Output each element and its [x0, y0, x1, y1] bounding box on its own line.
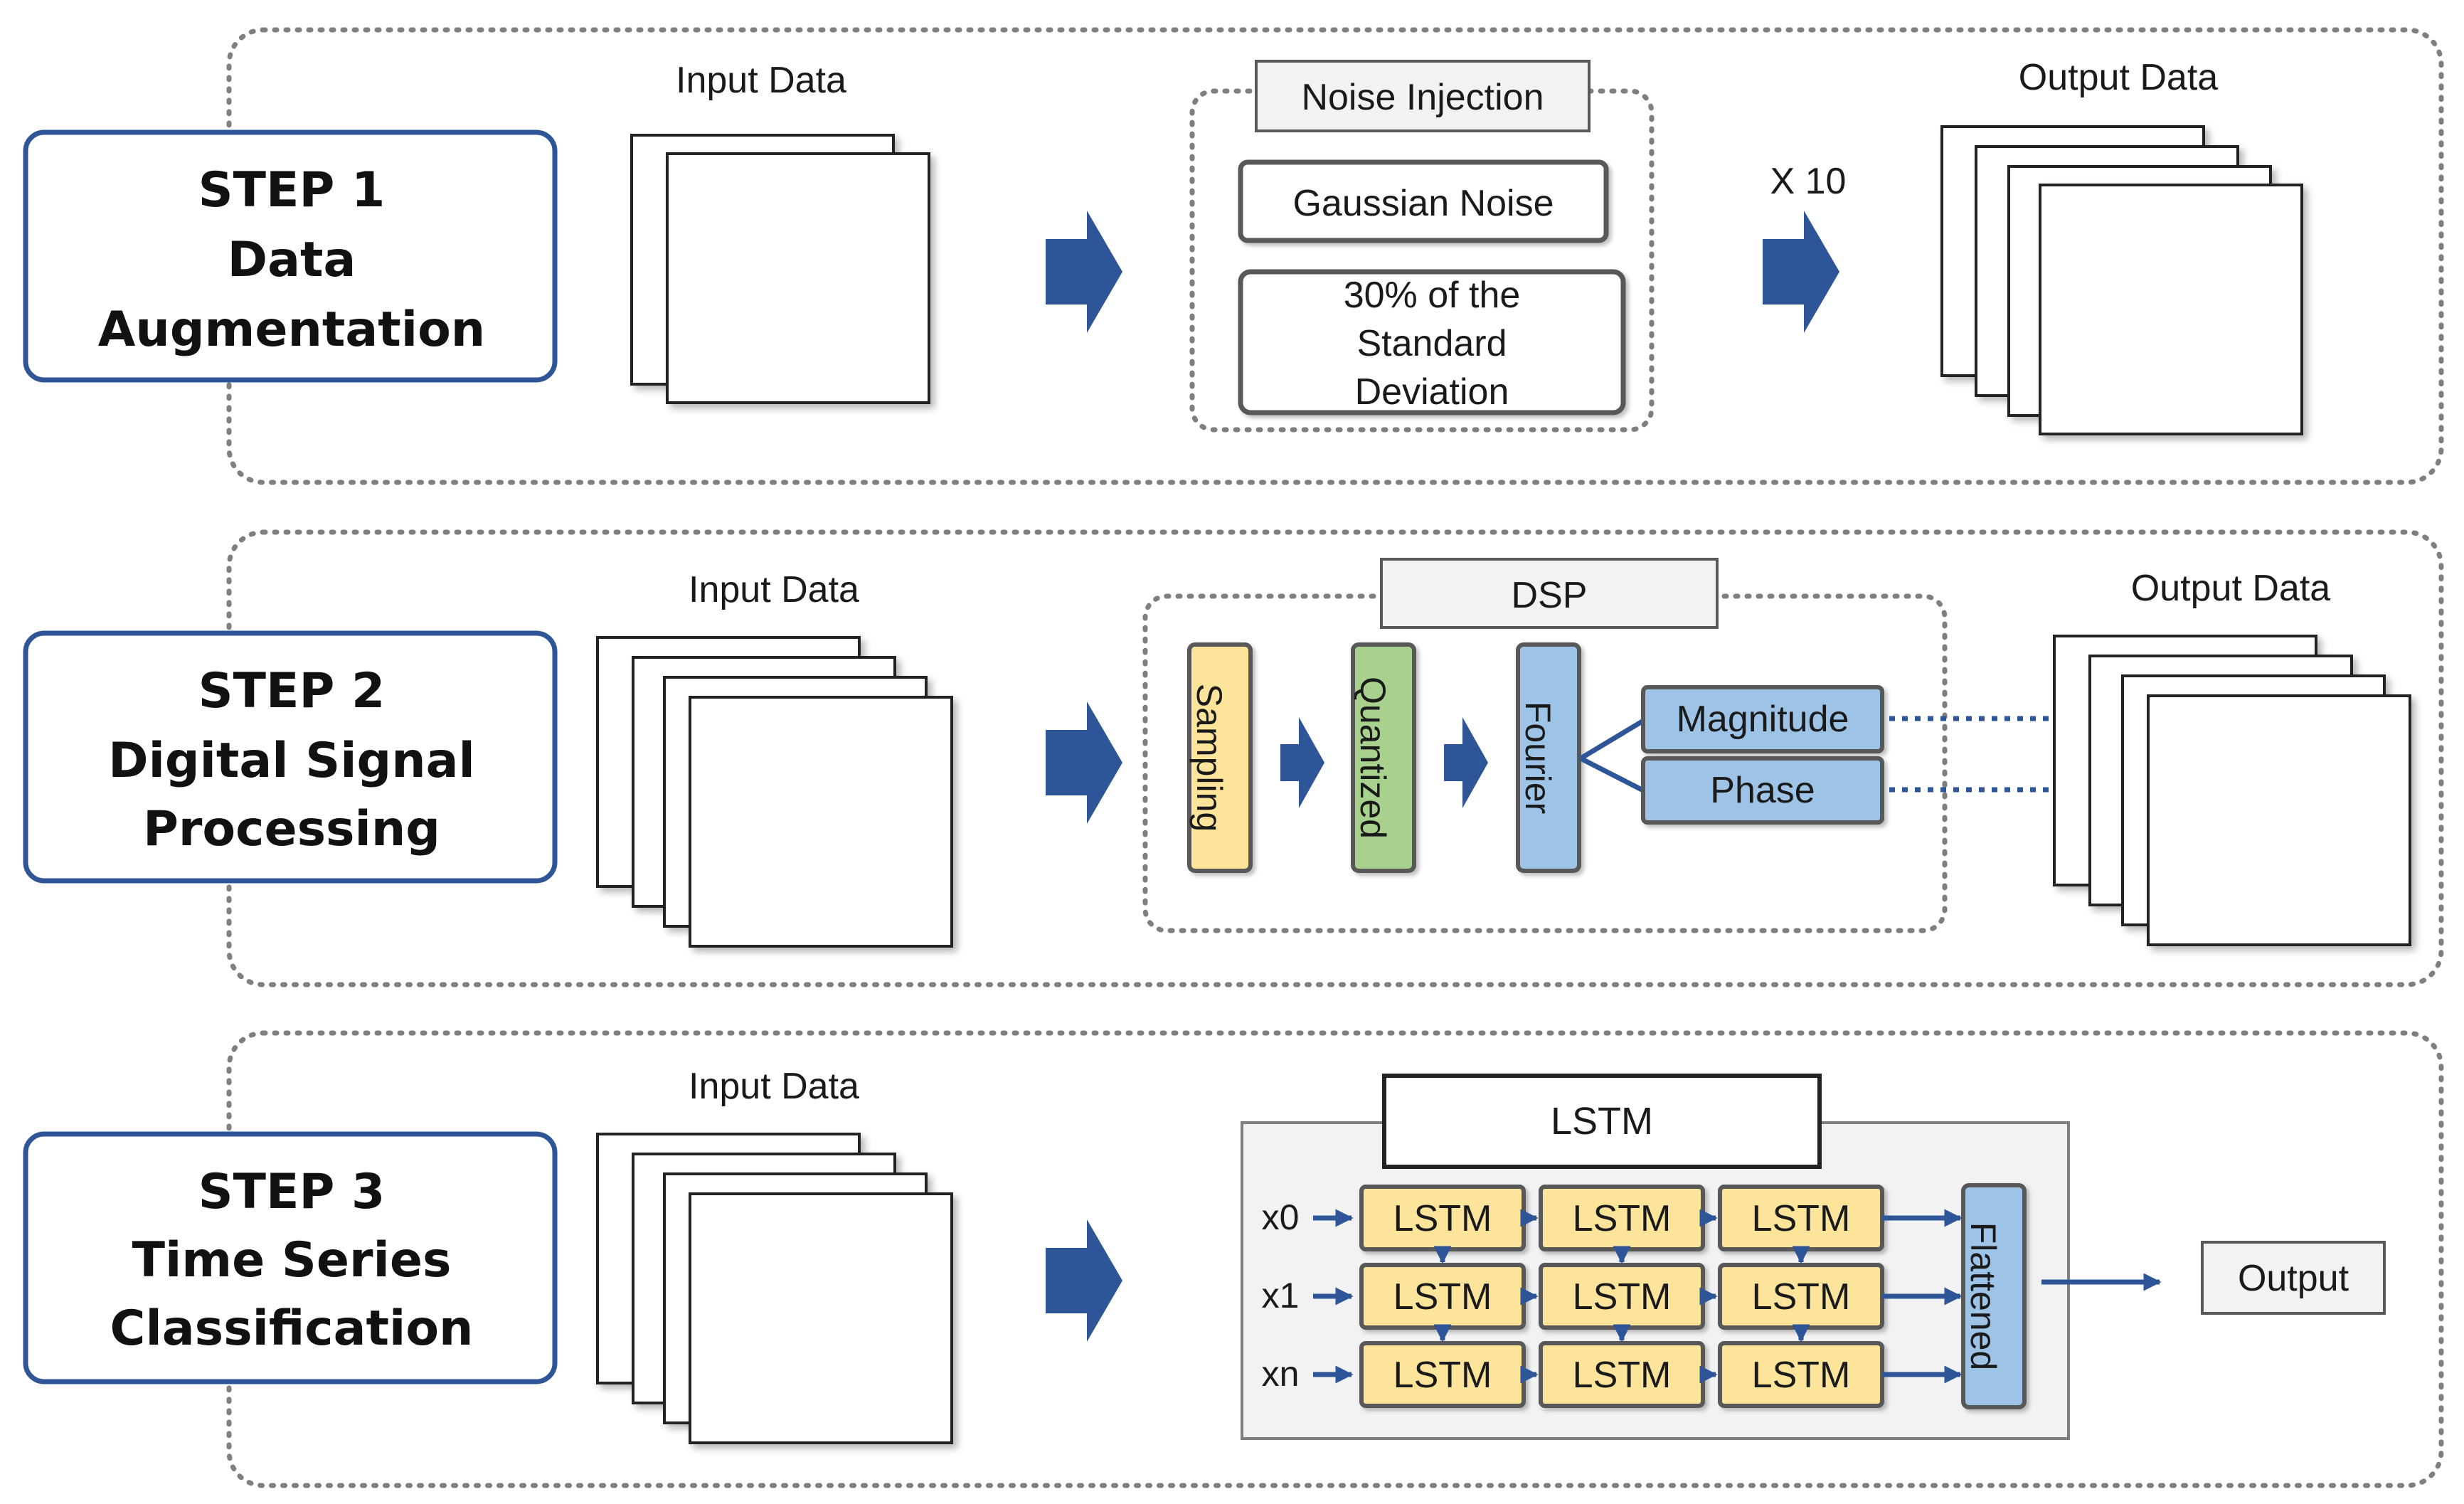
- gaussian-noise-box: [1238, 159, 1609, 243]
- dsp-title: DSP: [1512, 575, 1588, 616]
- quantized-stage: [1351, 642, 1416, 873]
- noise-amount-box: [1238, 269, 1626, 415]
- lstm-block: LSTM x0 x1 xn LSTM LSTM LSTM LSTM LSTM L…: [1241, 1074, 2070, 1440]
- step2-title-line2: Processing: [143, 801, 440, 857]
- step1-input-stack: [630, 134, 930, 404]
- lstm-to-flatten-connectors: [1882, 1209, 1963, 1384]
- gaussian-noise-label: Gaussian Noise: [1292, 183, 1554, 224]
- input-xn-label: xn: [1262, 1354, 1300, 1394]
- arrow-right-icon: [1046, 701, 1122, 824]
- step3-label-box: STEP 3 Time Series Classification: [23, 1131, 558, 1384]
- flattened-label: Flattened: [1963, 1222, 2003, 1370]
- step3-panel: [226, 1030, 2444, 1488]
- step2-input-label: Input Data: [689, 569, 859, 610]
- noise-injection-block: Noise Injection Gaussian Noise 30% of th…: [1189, 60, 1655, 433]
- lstm-horizontal-connectors: [1520, 1209, 1718, 1384]
- lstm-cell-label: LSTM: [1573, 1355, 1672, 1396]
- output-box: [2201, 1241, 2386, 1315]
- noise-injection-title-box: [1255, 60, 1591, 132]
- fourier-split-connector: [1579, 717, 1646, 794]
- input-x1-label: x1: [1262, 1276, 1300, 1315]
- step3-title-line2: Classification: [110, 1301, 474, 1357]
- dsp-block: DSP Sampling Quantized Fourier Magnitude…: [1142, 558, 1948, 933]
- lstm-cell-label: LSTM: [1393, 1355, 1492, 1396]
- lstm-cell-label: LSTM: [1752, 1355, 1851, 1396]
- fourier-label: Fourier: [1518, 701, 1558, 814]
- phase-label: Phase: [1710, 770, 1815, 811]
- step3-input-stack: [596, 1133, 953, 1444]
- noise-amount-line2: Standard: [1356, 323, 1507, 364]
- step1-title-line1: Data: [228, 232, 356, 288]
- output-label: Output: [2238, 1258, 2349, 1299]
- arrow-right-icon: [1763, 211, 1839, 333]
- lstm-title-box: [1382, 1074, 1822, 1169]
- dsp-title-box: [1380, 558, 1719, 629]
- magnitude-box: [1641, 685, 1884, 753]
- noise-amount-line3: Deviation: [1355, 371, 1509, 413]
- phase-box: [1641, 756, 1884, 825]
- step2-number: STEP 2: [198, 663, 386, 719]
- step1-input-label: Input Data: [676, 60, 846, 101]
- step2-input-stack: [596, 636, 953, 948]
- quantized-label: Quantized: [1353, 677, 1393, 839]
- step3-title-line1: Time Series: [132, 1232, 452, 1288]
- magnitude-label: Magnitude: [1677, 699, 1849, 740]
- lstm-cell-label: LSTM: [1752, 1276, 1851, 1318]
- lstm-cell-label: LSTM: [1573, 1198, 1672, 1239]
- step2-title-line1: Digital Signal: [108, 733, 475, 789]
- noise-injection-title: Noise Injection: [1301, 77, 1544, 118]
- step2-label-box: STEP 2 Digital Signal Processing: [23, 630, 558, 884]
- arrow-right-icon: [1046, 211, 1122, 333]
- lstm-cell-label: LSTM: [1393, 1276, 1492, 1318]
- step3-number: STEP 3: [198, 1164, 386, 1220]
- step1-label-box: STEP 1 Data Augmentation: [23, 129, 558, 383]
- lstm-vertical-connectors: [1433, 1246, 1810, 1343]
- noise-amount-line1: 30% of the: [1344, 275, 1521, 316]
- step1-output-stack: [1940, 125, 2303, 435]
- flattened-layer: [1961, 1183, 2027, 1409]
- lstm-cell-label: LSTM: [1573, 1276, 1672, 1318]
- step1-output-label: Output Data: [2019, 57, 2218, 98]
- multiplier-label: X 10: [1770, 161, 1847, 202]
- sampling-label: Sampling: [1189, 684, 1229, 832]
- arrow-right-icon: [1280, 717, 1324, 808]
- lstm-cell-label: LSTM: [1393, 1198, 1492, 1239]
- step1-panel: [226, 27, 2444, 485]
- step2-panel: [226, 529, 2444, 987]
- input-x0-label: x0: [1262, 1197, 1300, 1237]
- arrow-right-icon: [1046, 1219, 1122, 1342]
- step2-output-label: Output Data: [2131, 568, 2330, 609]
- sampling-stage: [1187, 642, 1253, 873]
- step1-number: STEP 1: [198, 162, 386, 218]
- step2-output-stack: [2053, 635, 2411, 946]
- step3-input-label: Input Data: [689, 1066, 859, 1107]
- arrow-right-icon: [1444, 717, 1488, 808]
- lstm-cell-label: LSTM: [1752, 1198, 1851, 1239]
- fourier-stage: [1516, 642, 1581, 873]
- lstm-title: LSTM: [1551, 1100, 1653, 1143]
- step1-title-line2: Augmentation: [98, 302, 485, 358]
